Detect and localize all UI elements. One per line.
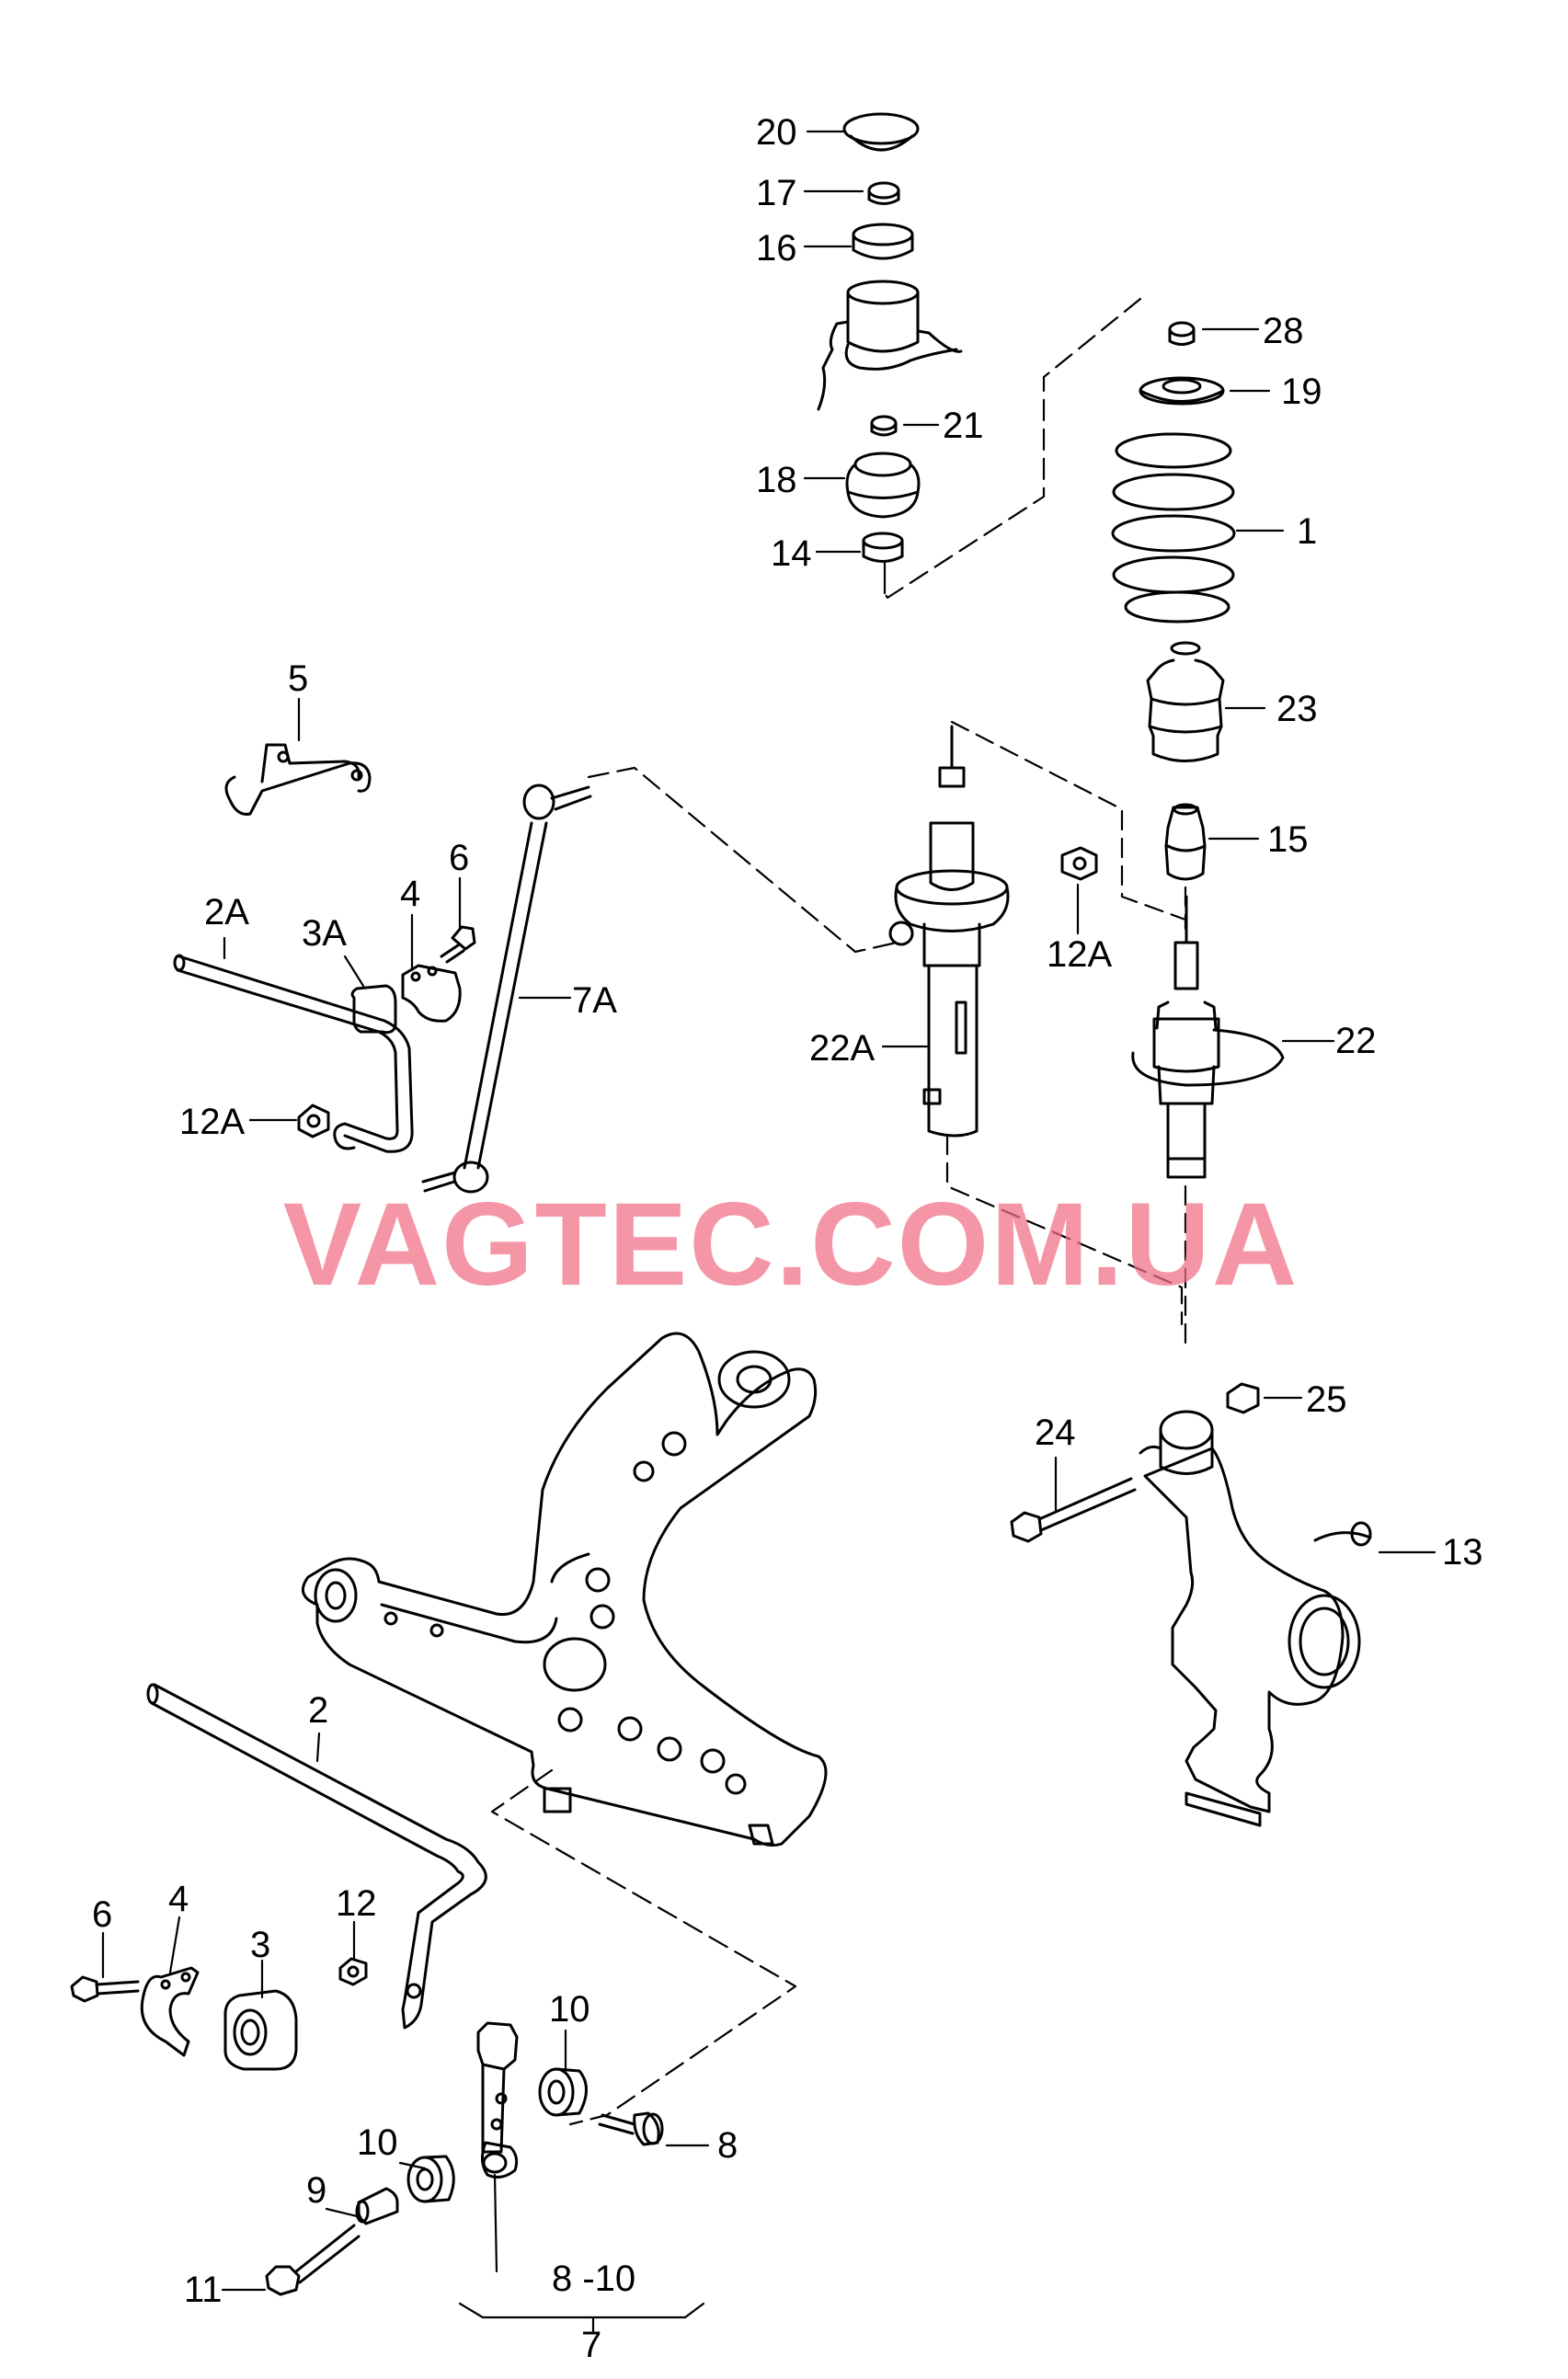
- callout-13: 13: [1442, 1532, 1483, 1573]
- callout-23: 23: [1276, 689, 1318, 729]
- part-2a-stabilizer-bar: [173, 954, 414, 1153]
- callout-4-top: 4: [400, 874, 421, 914]
- part-15-bump-stop: [1164, 803, 1207, 881]
- watermark: VAGTEC.COM.UA: [282, 1179, 1299, 1310]
- part-14-spacer: [862, 532, 904, 563]
- part-25-nut: [1226, 1382, 1260, 1414]
- part-21-nut: [870, 415, 898, 437]
- callout-6-top: 6: [449, 838, 470, 878]
- control-arm: [301, 1332, 828, 1847]
- part-19-spring-seat: [1139, 376, 1225, 406]
- callout-8-10: 8 -10: [552, 2259, 636, 2299]
- callout-9: 9: [306, 2170, 327, 2211]
- dash-22A-to-22: [950, 720, 1187, 921]
- dash-bar-to-arm: [490, 1768, 797, 2126]
- part-2-stabilizer-bar: [146, 1683, 487, 2030]
- part-6-bolt-top: [440, 925, 476, 964]
- callout-28: 28: [1263, 311, 1304, 351]
- part-20-cap: [842, 112, 920, 152]
- part-5-clamp: [224, 743, 372, 816]
- callout-10-upper: 10: [549, 1989, 590, 2030]
- callout-22: 22: [1335, 1021, 1377, 1061]
- part-12a-strut-nut: [1060, 846, 1098, 881]
- callout-25: 25: [1306, 1379, 1347, 1420]
- part-24-bolt: [1010, 1477, 1137, 1543]
- part-1-coil-spring: [1111, 432, 1236, 623]
- callout-2a: 2A: [204, 892, 249, 932]
- part-22a-strut: [888, 725, 1010, 1138]
- callout-11: 11: [184, 2270, 223, 2310]
- part-7-coupling-rod: [476, 2021, 519, 2179]
- callout-8: 8: [717, 2125, 738, 2166]
- callout-24: 24: [1035, 1413, 1076, 1453]
- callout-5: 5: [288, 658, 309, 699]
- callout-7a: 7A: [572, 980, 617, 1021]
- callout-3: 3: [250, 1925, 271, 1965]
- dash-strut-down: [945, 1134, 1184, 1326]
- part-11-bolt: [265, 2224, 361, 2296]
- callout-10-lower: 10: [357, 2122, 398, 2163]
- callout-6-bottom: 6: [92, 1894, 113, 1935]
- part-3-bushing: [223, 1989, 298, 2071]
- part-12a-bar-nut: [297, 1104, 330, 1138]
- callout-3a: 3A: [302, 913, 347, 954]
- callout-1: 1: [1297, 511, 1318, 552]
- part-4-clamp-bottom: [140, 1966, 200, 2057]
- part-8-bolt: [598, 2111, 664, 2146]
- part-9-sleeve: [355, 2187, 399, 2225]
- dash-mount-to-spring: [883, 297, 1142, 600]
- part-10-bushing-lower: [406, 2155, 455, 2203]
- callout-19: 19: [1281, 372, 1322, 412]
- callout-22a: 22A: [809, 1028, 876, 1069]
- part-18-mount: [845, 452, 921, 519]
- part-16-bearing: [852, 223, 914, 260]
- callout-20: 20: [756, 112, 797, 153]
- callout-4-bottom: 4: [168, 1879, 189, 1919]
- part-13-knuckle: [1139, 1410, 1372, 1827]
- part-23-dust-boot: [1146, 641, 1225, 762]
- callout-2: 2: [308, 1690, 329, 1731]
- part-6-bolt-bottom: [70, 1975, 140, 2003]
- callout-12: 12: [336, 1883, 377, 1924]
- callout-16: 16: [756, 228, 797, 269]
- callout-7: 7: [581, 2325, 602, 2365]
- callout-15: 15: [1267, 819, 1309, 860]
- callout-14: 14: [771, 533, 812, 574]
- part-7a-coupling-rod: [421, 783, 592, 1194]
- callout-17: 17: [756, 173, 797, 213]
- part-12-nut: [338, 1957, 368, 1986]
- callout-18: 18: [756, 460, 797, 500]
- part-4-clamp-top: [401, 964, 462, 1023]
- callout-12a-bar: 12A: [179, 1102, 246, 1142]
- part-28-bump-cap: [1168, 321, 1196, 346]
- part-10-bushing-upper: [538, 2067, 588, 2117]
- body-strut-tower: [817, 280, 963, 411]
- callout-21: 21: [943, 406, 984, 446]
- part-17-nut: [867, 181, 900, 205]
- part-3a-bushing: [350, 984, 397, 1035]
- part-22-strut: [1131, 895, 1285, 1179]
- leader-lines: [101, 130, 1436, 2333]
- callout-12a-strut: 12A: [1047, 934, 1113, 975]
- dash-link-to-strut: [587, 766, 898, 954]
